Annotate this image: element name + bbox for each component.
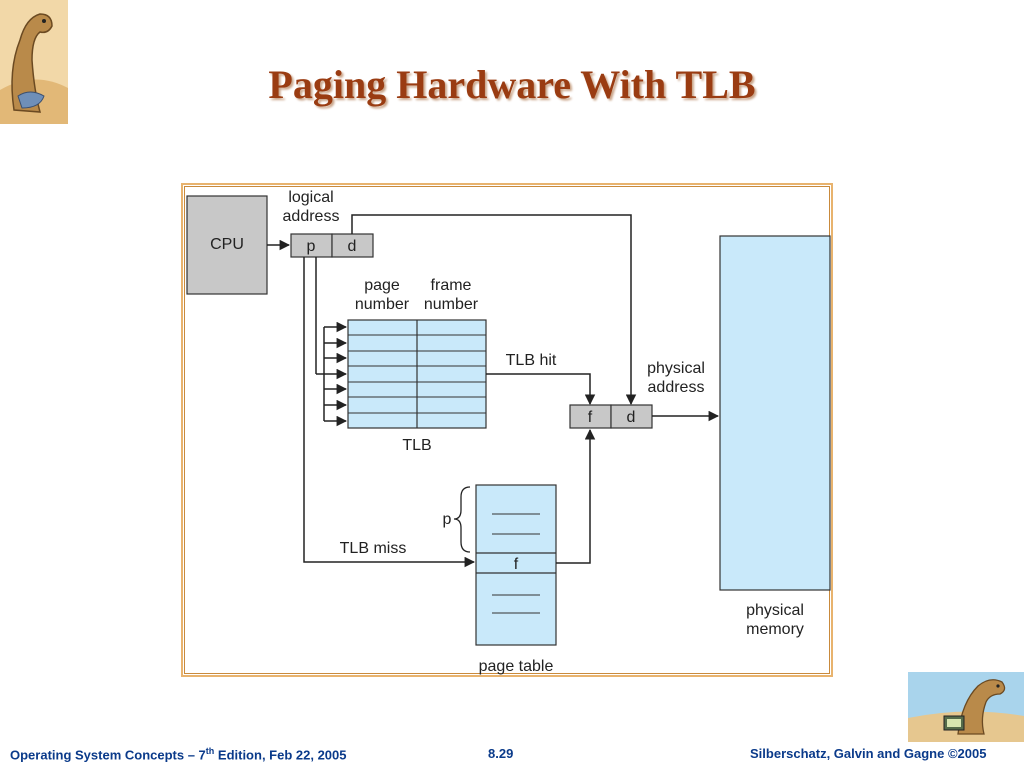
cpu-label: CPU <box>210 236 244 253</box>
physical-memory-label-1: physical <box>746 602 804 619</box>
footer-book-sup: th <box>205 746 215 756</box>
tlb-col-page-1: page <box>364 277 400 294</box>
logical-d-label: d <box>348 238 357 255</box>
slide-title: Paging Hardware With TLB <box>268 61 756 107</box>
tlb-hit-label: TLB hit <box>506 352 557 369</box>
cpu-box <box>186 195 268 295</box>
page-table-p-label: p <box>443 511 452 528</box>
physical-address-label-2: address <box>648 379 705 396</box>
page-table-label: page table <box>479 658 554 675</box>
tlb-miss-arrow <box>303 257 476 568</box>
physical-memory-label-2: memory <box>746 621 804 638</box>
footer-book-suffix: Edition, Feb 22, 2005 <box>214 747 347 763</box>
dinosaur-logo-bottom-right <box>908 672 1024 742</box>
tlb-miss-label: TLB miss <box>340 540 407 557</box>
footer-copyright: Silberschatz, Galvin and Gagne ©2005 <box>750 746 987 761</box>
physical-address-label-1: physical <box>647 360 705 377</box>
page-table-p-brace <box>453 486 471 553</box>
footer-slide-number: 8.29 <box>488 746 514 761</box>
page-table-to-frame-arrow <box>556 428 596 564</box>
diagram-frame <box>181 183 833 677</box>
tlb-col-frame-2: number <box>424 296 479 313</box>
logical-address-label-1: logical <box>288 189 333 206</box>
page-table <box>475 484 557 646</box>
footer-book-title: Operating System Concepts – 7th Edition,… <box>10 746 347 762</box>
logical-address-label-2: address <box>283 208 340 225</box>
physical-d-label: d <box>627 409 636 426</box>
dinosaur-logo-top-left <box>0 0 68 124</box>
tlb-table <box>347 319 487 429</box>
tlb-col-page-2: number <box>355 296 410 313</box>
physical-memory-box <box>719 235 831 591</box>
physical-f-label: f <box>588 409 593 426</box>
tlb-col-frame-1: frame <box>431 277 472 294</box>
tlb-hit-arrow <box>486 373 596 406</box>
tlb-label: TLB <box>402 437 431 454</box>
page-table-f-label: f <box>514 556 519 573</box>
logical-p-label: p <box>307 238 316 255</box>
offset-d-arrow <box>351 214 637 406</box>
tlb-lookup-arrows <box>315 257 348 427</box>
footer-book-prefix: Operating System Concepts – 7 <box>10 747 206 763</box>
